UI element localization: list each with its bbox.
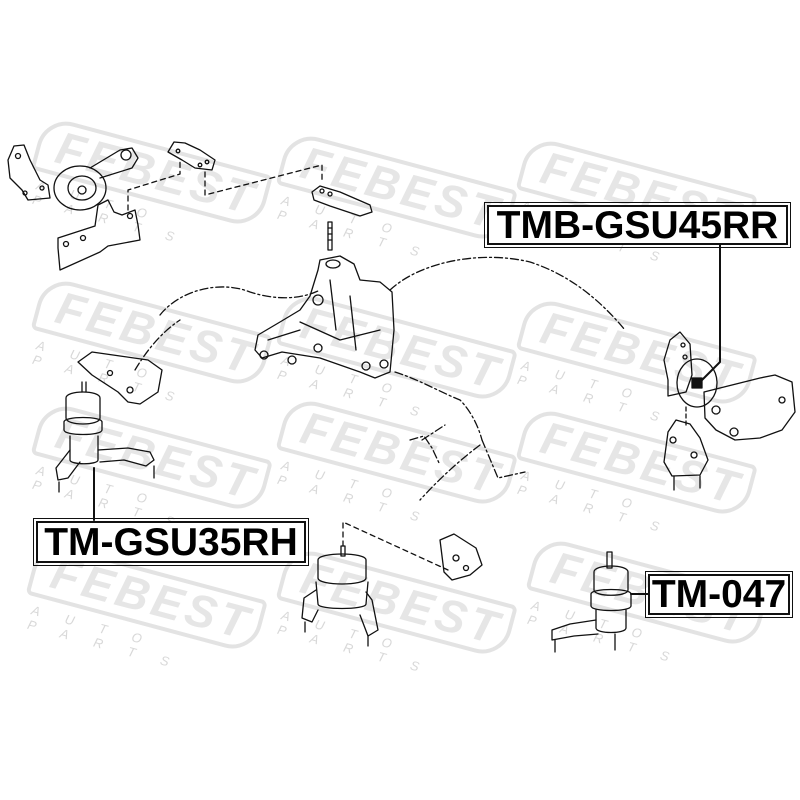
- part-label-tmb-gsu45rr: TMB-GSU45RR: [484, 202, 791, 248]
- mount-tm047: [551, 551, 649, 653]
- mount-center: [301, 521, 483, 647]
- leader-dashes: [127, 159, 323, 211]
- torque-rod-assembly: [7, 141, 216, 271]
- engine-outline: [134, 256, 626, 501]
- main-bracket-assembly: [254, 185, 395, 379]
- part-label-tm-047: TM-047: [645, 571, 793, 618]
- mount-gsu45rr: [663, 244, 796, 491]
- mount-gsu35rh: [55, 351, 163, 521]
- part-label-tm-gsu35rh: TM-GSU35RH: [33, 518, 309, 566]
